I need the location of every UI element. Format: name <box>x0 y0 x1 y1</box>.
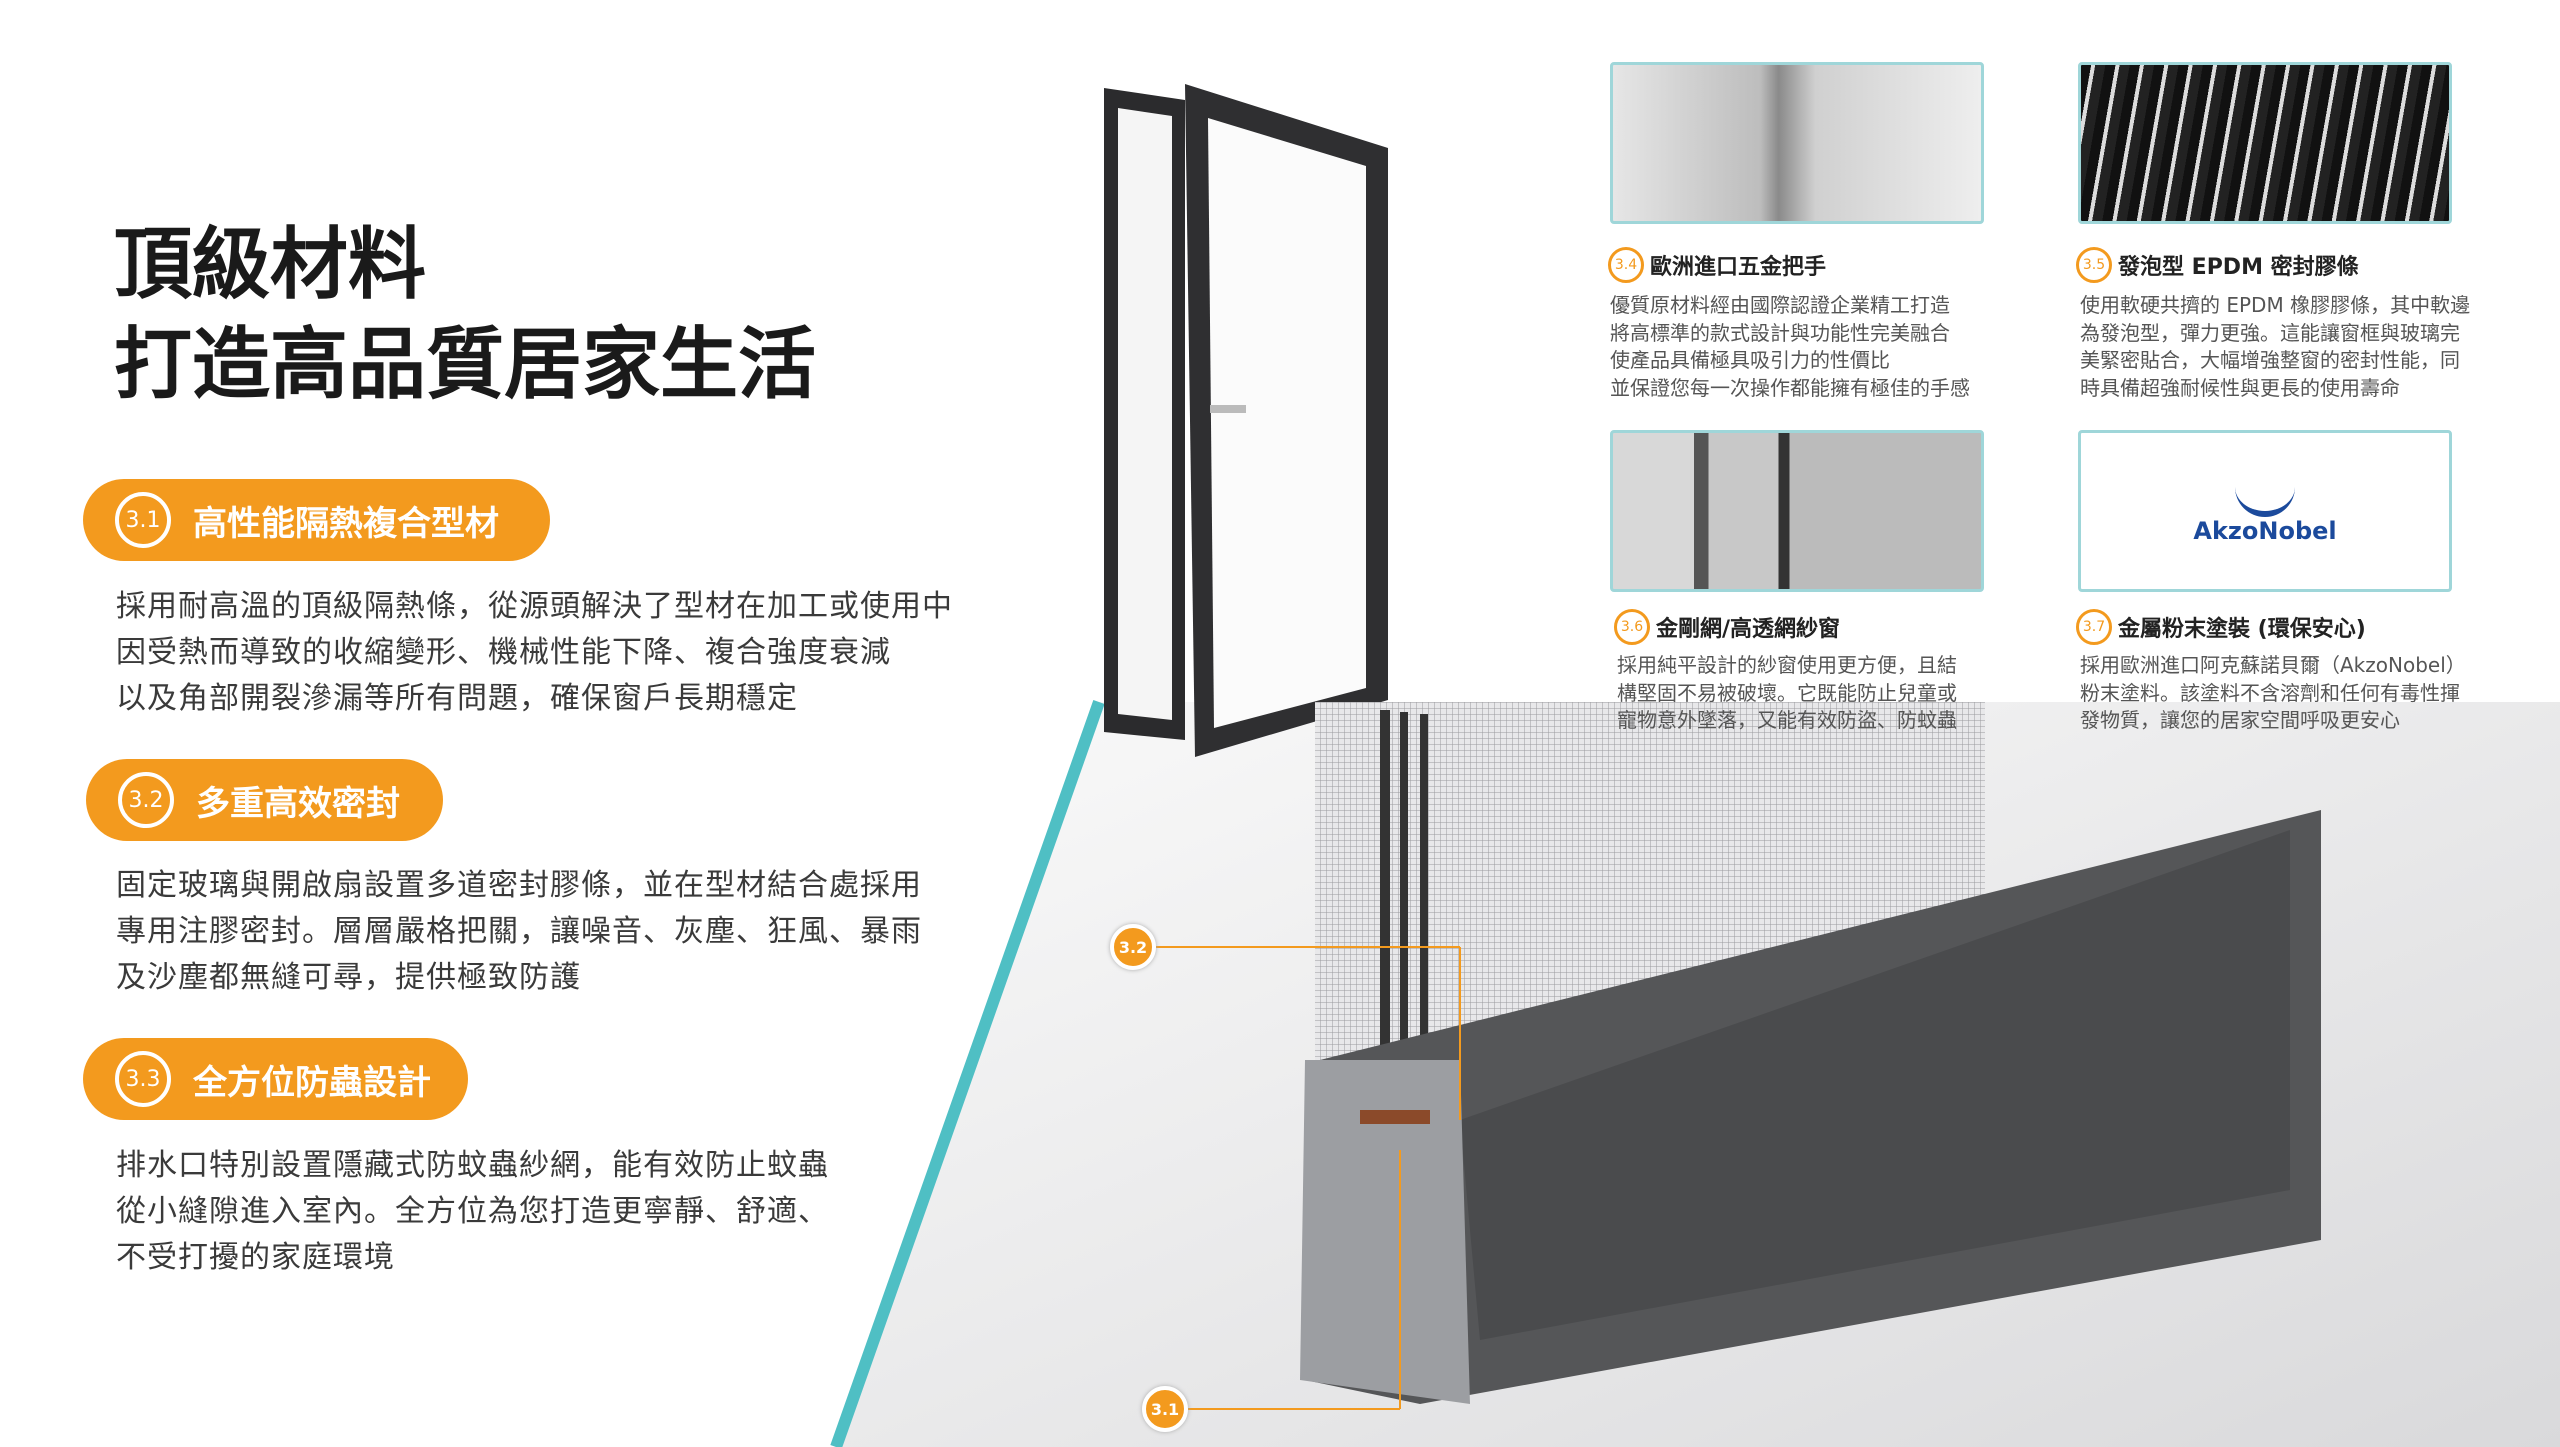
logo-text: AkzoNobel <box>2193 517 2337 545</box>
text-line: 專用注膠密封。層層嚴格把關，讓噪音、灰塵、狂風、暴雨 <box>116 914 922 949</box>
feature-pill-3-1: 3.1 高性能隔熱複合型材 <box>83 479 550 561</box>
text-line: 美緊密貼合，大幅增強整窗的密封性能，同 <box>2080 348 2460 372</box>
feature-pill-3-2: 3.2 多重高效密封 <box>86 759 443 841</box>
feature-label: 高性能隔熱複合型材 <box>193 503 499 544</box>
text-line: 從小縫隙進入室內。全方位為您打造更寧靜、舒適、 <box>116 1194 829 1229</box>
title-line-1: 頂級材料 <box>114 219 427 310</box>
card-title: 金剛網/高透網紗窗 <box>1656 617 1841 642</box>
text-line: 並保證您每一次操作都能擁有極佳的手感 <box>1610 375 1970 400</box>
card-title: 金屬粉末塗裝 (環保安心) <box>2118 617 2366 642</box>
handle-photo <box>1610 62 1984 224</box>
text-line: 使用軟硬共擠的 EPDM 橡膠膠條，其中軟邊 <box>2080 293 2471 317</box>
text-line: 採用耐高溫的頂級隔熱條，從源頭解決了型材在加工或使用中 <box>116 589 953 624</box>
card-title: 發泡型 EPDM 密封膠條 <box>2118 255 2359 280</box>
page-title: 頂級材料 打造高品質居家生活 <box>114 215 816 415</box>
text-line: 使產品具備極具吸引力的性價比 <box>1610 348 1890 372</box>
feature-description-3-1: 採用耐高溫的頂級隔熱條，從源頭解決了型材在加工或使用中因受熱而導致的收縮變形、機… <box>116 584 953 722</box>
logo-figure-icon <box>2235 477 2295 517</box>
card-text-3-4: 優質原材料經由國際認證企業精工打造將高標準的款式設計與功能性完美融合使產品具備極… <box>1610 292 2030 402</box>
feature-description-3-2: 固定玻璃與開啟扇設置多道密封膠條，並在型材結合處採用專用注膠密封。層層嚴格把關，… <box>116 863 922 1001</box>
akzonobel-logo: AkzoNobel <box>2078 430 2452 592</box>
text-line: 將高標準的款式設計與功能性完美融合 <box>1610 320 1950 345</box>
card-text-3-5: 使用軟硬共擠的 EPDM 橡膠膠條，其中軟邊為發泡型，彈力更強。這能讓窗框與玻璃… <box>2080 292 2500 402</box>
feature-label: 多重高效密封 <box>196 783 400 824</box>
text-line: 因受熱而導致的收縮變形、機械性能下降、複合強度衰減 <box>116 635 891 670</box>
number-badge: 3.6 <box>1614 609 1650 645</box>
text-line: 採用歐洲進口阿克蘇諾貝爾（AkzoNobel） <box>2080 653 2466 677</box>
number-badge: 3.7 <box>2076 609 2112 645</box>
text-line: 採用純平設計的紗窗使用更方便，且結 <box>1617 653 1957 677</box>
card-title: 歐洲進口五金把手 <box>1650 255 1827 280</box>
screen-window-photo <box>1610 430 1984 592</box>
number-badge: 3.1 <box>115 492 171 548</box>
window-image <box>1104 84 1388 757</box>
card-text-3-7: 採用歐洲進口阿克蘇諾貝爾（AkzoNobel） 粉末塗料。該塗料不含溶劑和任何有毒… <box>2080 652 2500 735</box>
number-badge: 3.2 <box>118 772 174 828</box>
text-line: 為發泡型，彈力更強。這能讓窗框與玻璃完 <box>2080 320 2460 345</box>
callout-marker-3-1: 3.1 <box>1142 1386 1188 1432</box>
text-line: 發物質，讓您的居家空間呼吸更安心 <box>2080 708 2400 732</box>
window-cross-section-image <box>1300 702 2321 1404</box>
text-line: 排水口特別設置隱藏式防蚊蟲紗網，能有效防止蚊蟲 <box>116 1148 829 1183</box>
feature-label: 全方位防蟲設計 <box>193 1062 431 1103</box>
text-line: 構堅固不易被破壞。它既能防止兒童或 <box>1617 680 1957 705</box>
feature-pill-3-3: 3.3 全方位防蟲設計 <box>83 1038 468 1120</box>
number-badge: 3.4 <box>1608 247 1644 283</box>
text-line: 不受打擾的家庭環境 <box>116 1240 395 1275</box>
number-badge: 3.5 <box>2076 247 2112 283</box>
epdm-seal-photo <box>2078 62 2452 224</box>
text-line: 固定玻璃與開啟扇設置多道密封膠條，並在型材結合處採用 <box>116 868 922 903</box>
card-text-3-6: 採用純平設計的紗窗使用更方便，且結構堅固不易被破壞。它既能防止兒童或寵物意外墜落… <box>1617 652 2037 735</box>
text-line: 寵物意外墜落，又能有效防盜、防蚊蟲 <box>1617 708 1957 732</box>
text-line: 優質原材料經由國際認證企業精工打造 <box>1610 293 1950 317</box>
callout-marker-3-2: 3.2 <box>1110 924 1156 970</box>
text-line: 以及角部開裂滲漏等所有問題，確保窗戶長期穩定 <box>116 681 798 716</box>
feature-description-3-3: 排水口特別設置隱藏式防蚊蟲紗網，能有效防止蚊蟲從小縫隙進入室內。全方位為您打造更… <box>116 1143 829 1281</box>
text-line: 粉末塗料。該塗料不含溶劑和任何有毒性揮 <box>2080 680 2460 705</box>
text-line: 及沙塵都無縫可尋，提供極致防護 <box>116 960 581 995</box>
number-badge: 3.3 <box>115 1051 171 1107</box>
title-line-2: 打造高品質居家生活 <box>114 319 817 410</box>
text-line: 時具備超強耐候性與更長的使用壽命 <box>2080 375 2400 400</box>
